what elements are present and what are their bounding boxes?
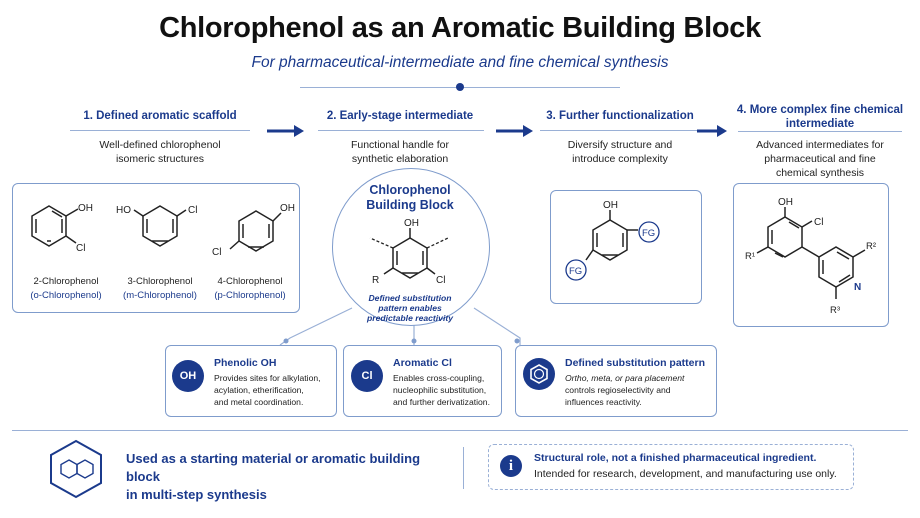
functionalization-panel [550, 190, 702, 304]
atom-oh: OH [603, 200, 618, 211]
atom-cl: Cl [212, 247, 221, 258]
arrow-right-icon [697, 125, 727, 137]
complex-structure: OH Cl R¹ R² N R³ [745, 197, 876, 316]
note-title: Structural role, not a finished pharmace… [534, 452, 817, 464]
atom-fg: FG [569, 266, 582, 277]
note-desc: Intended for research, development, and … [534, 468, 837, 480]
chlorophenol-structure: OH Cl R [369, 218, 449, 286]
atom-oh: OH [280, 203, 295, 214]
cl-icon: Cl [351, 360, 383, 392]
page-subtitle: For pharmaceutical-intermediate and fine… [251, 54, 669, 71]
divider-dot [456, 83, 464, 91]
atom-oh: OH [778, 197, 793, 208]
feature-3-title: Defined substitution pattern [565, 357, 705, 369]
fg-badge-icon [638, 221, 660, 243]
atom-cl: Cl [814, 217, 823, 228]
2-chlorophenol-structure [31, 205, 79, 247]
atom-oh: OH [78, 203, 93, 214]
functionalized-structure: OH FG FG [565, 200, 660, 281]
step-1-title: 1. Defined aromatic scaffold [83, 110, 237, 122]
step-3-title: 3. Further functionalization [546, 110, 694, 122]
4-chlorophenol-structure [229, 210, 282, 252]
atom-r2: R² [866, 241, 876, 252]
isomer-3-name: 4-Chlorophenol [217, 276, 283, 287]
step-1-rule [70, 130, 250, 131]
step-2-title: 2. Early-stage intermediate [326, 110, 474, 122]
isomer-3-alt: (p-Chlorophenol) [214, 290, 286, 301]
footer-statement: Used as a starting material or aromatic … [126, 451, 421, 502]
atom-oh: OH [404, 218, 419, 229]
isomer-2-alt: (m-Chlorophenol) [123, 290, 197, 301]
isomer-structures: OH Cl HO Cl OH Cl [31, 203, 295, 258]
atom-cl: Cl [436, 275, 445, 286]
hexagon-molecule-icon [50, 439, 102, 499]
isomer-2-name: 3-Chlorophenol [127, 276, 193, 287]
isomer-1-alt: (o-Chlorophenol) [30, 290, 102, 301]
3-chlorophenol-structure [133, 205, 187, 247]
fg-badge-icon [565, 259, 587, 281]
info-icon: i [500, 455, 522, 477]
feature-2-title: Aromatic Cl [393, 357, 452, 369]
atom-cl: Cl [188, 205, 197, 216]
step-4-rule [738, 131, 902, 132]
arrow-right-icon [496, 125, 533, 137]
arrow-right-icon [267, 125, 304, 137]
building-block-circle [332, 168, 490, 326]
step-2-rule [318, 130, 484, 131]
oh-icon: OH [172, 360, 204, 392]
footer-divider [12, 430, 908, 431]
feature-1-title: Phenolic OH [214, 357, 277, 369]
atom-fg: FG [642, 228, 655, 239]
usage-note-box [488, 444, 854, 490]
footer-separator [463, 447, 464, 489]
atom-cl: Cl [76, 243, 85, 254]
atom-n: N [854, 282, 861, 293]
feature-2-desc: Enables cross-coupling,nucleophilic subs… [393, 373, 490, 407]
isomer-1-name: 2-Chlorophenol [33, 276, 99, 287]
atom-r: R [372, 275, 379, 286]
page-title: Chlorophenol as an Aromatic Building Blo… [159, 12, 761, 44]
benzene-ring-icon [523, 358, 555, 390]
step-3-rule [540, 130, 700, 131]
complex-intermediate-panel [733, 183, 889, 327]
feature-1-desc: Provides sites for alkylation,acylation,… [214, 373, 321, 407]
atom-ho: HO [116, 205, 131, 216]
atom-r1: R¹ [745, 251, 755, 262]
atom-r3: R³ [830, 305, 840, 316]
